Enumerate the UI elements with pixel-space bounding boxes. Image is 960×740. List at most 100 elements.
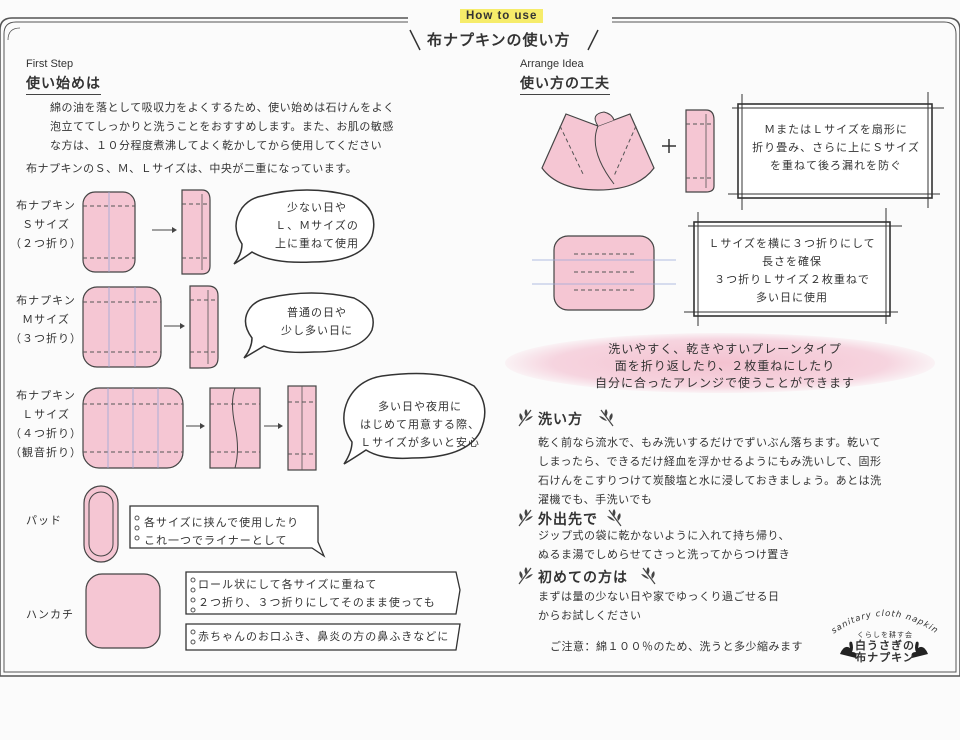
box-line: を重ねて後ろ漏れを防ぐ	[770, 159, 902, 172]
arrange-box-1-text: ＭまたはＬサイズを扇形に 折り畳み、さらに上にＳサイズ を重ねて後ろ漏れを防ぐ	[742, 121, 930, 175]
box-line: Ｌサイズを横に３つ折りにして	[708, 237, 876, 250]
fan-fold-diagram	[541, 109, 715, 193]
leaf-sprig-icon	[518, 509, 533, 527]
brand-logo: sanitary cloth napkin	[830, 609, 939, 658]
arrange-box-2-text: Ｌサイズを横に３つ折りにして 長さを確保 ３つ折りＬサイズ２枚重ねで 多い日に使…	[696, 235, 888, 307]
intro-line: 泡立ててしっかりと洗うことをおすすめします。また、お肌の敏感	[50, 120, 394, 133]
note-line: これ一つでライナーとして	[144, 534, 288, 547]
first-line: まずは量の少ない日や家でゆっくり過ごせる日	[538, 590, 780, 603]
box-line: ＭまたはＬサイズを扇形に	[764, 123, 908, 136]
size-s-label: 布ナプキン Ｓサイズ （２つ折り）	[10, 196, 82, 253]
rabbit-icon	[840, 641, 857, 658]
leaf-sprig-icon	[518, 567, 533, 585]
handkerchief-note-text-2: 赤ちゃんのお口ふき、鼻炎の方の鼻ふきなどに	[198, 630, 450, 643]
arrange-box-2	[684, 208, 902, 326]
intro-line: な方は、１０分程度煮沸してよく乾かしてから使用してください	[50, 139, 383, 152]
rabbit-icon	[911, 641, 928, 658]
pad-diagram	[83, 485, 119, 563]
bubble-line: 少し多い日に	[281, 324, 353, 337]
note-line: ロール状にして各サイズに重ねて	[198, 578, 378, 591]
size-s-diagram	[82, 189, 211, 275]
label-line: Ｍサイズ	[22, 313, 70, 326]
arrange-label: Arrange Idea	[520, 58, 584, 70]
banner-line: 面を折り返したり、２枚重ねにしたり	[614, 359, 836, 373]
size-l-diagram	[82, 385, 317, 471]
size-s-bubble	[233, 189, 375, 265]
box-line: 多い日に使用	[756, 291, 828, 304]
box-line: 長さを確保	[762, 255, 822, 268]
size-s-bubble-text: 少ない日や Ｌ、Ｍサイズの 上に重ねて使用	[262, 199, 372, 253]
size-m-label: 布ナプキン Ｍサイズ （３つ折り）	[10, 291, 82, 348]
first-line: からお試しください	[538, 609, 642, 622]
size-l-label: 布ナプキン Ｌサイズ （４つ折り） （観音折り）	[10, 386, 82, 462]
header-title: 布ナプキンの使い方	[427, 31, 571, 49]
label-line: （４つ折り）	[10, 427, 82, 440]
box-line: 折り畳み、さらに上にＳサイズ	[752, 141, 920, 154]
note-line: 各サイズに挟んで使用したり	[144, 516, 300, 529]
tri-fold-diagram	[532, 235, 676, 311]
bubble-line: 多い日や夜用に	[378, 400, 462, 413]
bubble-line: はじめて用意する際、	[360, 418, 480, 431]
handkerchief-diagram	[85, 573, 161, 649]
first-time-paragraph: まずは量の少ない日や家でゆっくり過ごせる日 からお試しください	[538, 587, 780, 625]
wash-heading: 洗い方	[538, 412, 583, 428]
leaf-sprig-icon	[599, 409, 614, 427]
label-line: Ｓサイズ	[22, 218, 70, 231]
caution-note: ご注意：綿１００％のため、洗うと多少縮みます	[550, 640, 803, 653]
wash-line: 乾く前なら流水で、もみ洗いするだけでずいぶん落ちます。乾いて	[538, 436, 882, 449]
logo-name-1: 白うさぎの	[855, 639, 915, 652]
handkerchief-label: ハンカチ	[26, 608, 74, 621]
first-time-heading: 初めての方は	[538, 570, 628, 586]
outside-heading: 外出先で	[538, 512, 598, 528]
pad-note-text: 各サイズに挟んで使用したり これ一つでライナーとして	[144, 514, 299, 550]
size-m-bubble	[243, 292, 374, 359]
wash-line: 石けんをこすりつけて炭酸塩と水に浸しておきましょう。あとは洗	[538, 474, 882, 487]
wash-paragraph: 乾く前なら流水で、もみ洗いするだけでずいぶん落ちます。乾いて しまったら、できる…	[538, 433, 882, 509]
wash-line: 濯機でも、手洗いでも	[538, 493, 653, 506]
size-l-bubble-text: 多い日や夜用に はじめて用意する際、 Ｌサイズが多いと安心	[350, 398, 490, 452]
logo-text: くらしを耕す会 白うさぎの 布ナプキン	[840, 630, 930, 664]
pink-brush-highlight	[505, 333, 935, 393]
note-line: ２つ折り、３つ折りにしてそのまま使っても	[198, 596, 436, 609]
label-line: Ｌサイズ	[22, 408, 70, 421]
bubble-line: 上に重ねて使用	[275, 237, 359, 250]
handkerchief-note-text-1: ロール状にして各サイズに重ねて ２つ折り、３つ折りにしてそのまま使っても	[198, 576, 436, 612]
pad-note-card	[129, 505, 326, 558]
intro-paragraph: 綿の油を落として吸収力をよくするため、使い始めは石けんをよく 泡立ててしっかりと…	[50, 98, 395, 155]
size-note: 布ナプキンのＳ、Ｍ、Ｌサイズは、中央が二重になっています。	[26, 162, 358, 175]
handkerchief-note-card-1	[185, 571, 461, 615]
size-m-bubble-text: 普通の日や 少し多い日に	[262, 304, 372, 340]
bubble-line: Ｌサイズが多いと安心	[360, 436, 480, 449]
banner-line: 自分に合ったアレンジで使うことができます	[594, 376, 855, 390]
pad-label: パッド	[26, 514, 62, 527]
logo-org: くらしを耕す会	[857, 631, 913, 639]
size-m-diagram	[82, 285, 219, 369]
wash-line: しまったら、できるだけ経血を浮かせるようにもみ洗いして、固形	[538, 455, 882, 468]
logo-name-2: 布ナプキン	[855, 651, 915, 664]
bubble-line: 少ない日や	[287, 201, 347, 214]
size-l-bubble	[343, 372, 486, 465]
handkerchief-note-card-2	[185, 623, 461, 651]
first-step-heading: 使い始めは	[26, 73, 101, 95]
label-line: （３つ折り）	[10, 332, 82, 345]
box-line: ３つ折りＬサイズ２枚重ねで	[714, 273, 870, 286]
label-line: 布ナプキン	[16, 199, 76, 212]
outside-line: ジップ式の袋に乾かないように入れて持ち帰り、	[538, 529, 791, 542]
header-en-title: How to use	[460, 4, 544, 23]
outside-paragraph: ジップ式の袋に乾かないように入れて持ち帰り、 ぬるま湯でしめらせてさっと洗ってか…	[538, 526, 790, 564]
leaf-sprig-icon	[641, 567, 656, 585]
banner-line: 洗いやすく、乾きやすいプレーンタイプ	[608, 342, 842, 356]
label-line: （観音折り）	[10, 446, 82, 459]
bubble-line: 普通の日や	[287, 306, 347, 319]
intro-line: 綿の油を落として吸収力をよくするため、使い始めは石けんをよく	[50, 101, 395, 114]
first-step-label: First Step	[26, 58, 74, 70]
leaf-sprig-icon	[607, 509, 622, 527]
outside-line: ぬるま湯でしめらせてさっと洗ってからつけ置き	[538, 548, 791, 561]
arrange-heading: 使い方の工夫	[520, 73, 610, 95]
bubble-line: Ｌ、Ｍサイズの	[275, 219, 359, 232]
label-line: 布ナプキン	[16, 294, 76, 307]
label-line: （２つ折り）	[10, 237, 82, 250]
label-line: 布ナプキン	[16, 389, 76, 402]
arrange-banner-text: 洗いやすく、乾きやすいプレーンタイプ 面を折り返したり、２枚重ねにしたり 自分に…	[560, 341, 890, 392]
